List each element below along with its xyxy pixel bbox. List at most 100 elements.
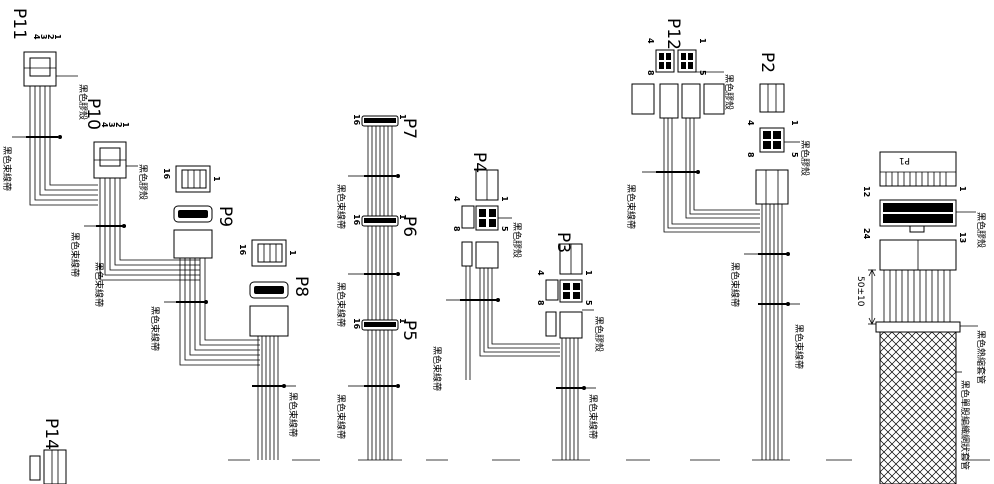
p2-label: P2: [757, 52, 777, 73]
p11-pin4: 4: [32, 34, 41, 40]
tie-note-13: 黑色束線帶: [793, 324, 805, 369]
shell-note-2: 黑色膠殼: [137, 164, 149, 200]
p10-wires: [99, 178, 200, 281]
p1-connector: [879, 151, 957, 271]
p1-label: P1: [899, 155, 910, 165]
p5-pin1: 1: [398, 318, 407, 324]
p8-pin1: 1: [288, 250, 297, 256]
p2-pin4: 4: [746, 120, 755, 126]
p9-connector: [173, 165, 213, 259]
p11-tie: [12, 135, 62, 139]
p2-ties: [744, 252, 800, 306]
p11-pin2: 2: [46, 34, 55, 40]
p8-pin16: 16: [238, 244, 247, 256]
p6-connector: [361, 215, 399, 227]
p8-label: P8: [291, 276, 311, 297]
p567-ties: [348, 174, 400, 388]
shell-note-5: 黑色膠殼: [723, 74, 735, 110]
tie-note-3: 黑色束線帶: [93, 262, 105, 307]
shell-note-4: 黑色膠殼: [593, 316, 605, 352]
p3-pin5: 5: [584, 300, 593, 306]
p3-pin1: 1: [584, 270, 593, 276]
p10-pin3: 3: [107, 122, 116, 128]
p4-pin5: 5: [500, 226, 509, 232]
p2-pin8: 8: [746, 152, 755, 158]
p10-pin2: 2: [114, 122, 123, 128]
p11-pin1: 1: [53, 34, 62, 40]
p2-pin5: 5: [790, 152, 799, 158]
tie-note-4: 黑色束線帶: [149, 306, 161, 351]
p12-label: P12: [663, 18, 683, 50]
tie-note-7: 黑色束線帶: [335, 282, 347, 327]
p1-wires: [883, 270, 951, 322]
shell-note-3: 黑色膠殼: [511, 222, 523, 258]
p8-tie: [252, 384, 296, 388]
p14-connector: [29, 449, 67, 484]
p4-pin4: 4: [452, 196, 461, 202]
p3-tie: [556, 386, 596, 390]
p12-pin4: 4: [646, 38, 655, 44]
p7-pin1: 1: [398, 114, 407, 120]
shell-note-7: 黑色膠殼: [975, 212, 987, 248]
p9-label: P9: [215, 206, 235, 227]
p7-label: P7: [399, 118, 419, 139]
p8-connector: [249, 239, 289, 337]
braid-note: 黑色單股編織網狀套管: [959, 380, 971, 470]
p12-connector: [631, 49, 725, 119]
p9-pin16: 16: [162, 168, 171, 180]
p4-connector: [461, 169, 499, 269]
p1-pin24: 24: [862, 228, 871, 240]
p2-wires: [761, 204, 783, 460]
p6-pin16: 16: [352, 214, 361, 226]
tie-note-1: 黑色束線帶: [1, 146, 13, 191]
tie-note-6: 黑色束線帶: [335, 184, 347, 229]
p4-wires: [465, 266, 560, 380]
p12-pin1: 1: [698, 38, 707, 44]
p3-connector: [545, 243, 583, 339]
p3-pin8: 8: [536, 300, 545, 306]
p1-pin1: 1: [958, 186, 967, 192]
shell-note-6: 黑色膠殼: [799, 140, 811, 176]
p5-pin16: 16: [352, 318, 361, 330]
p2-connector: [755, 83, 789, 205]
p14-label: P14: [41, 418, 61, 450]
p10-connector: [93, 141, 127, 179]
shell-note-1: 黑色膠殼: [77, 84, 89, 120]
p11-pin3: 3: [39, 34, 48, 40]
p1-braid-sleeve: [879, 331, 957, 484]
p11-wires: [29, 86, 98, 206]
p8-wires: [257, 336, 279, 460]
p1-dimension: [868, 269, 876, 325]
p3-label: P3: [553, 232, 573, 253]
p12-tie: [642, 170, 700, 174]
p10-pin1: 1: [121, 122, 130, 128]
p12-pin8: 8: [646, 70, 655, 76]
tie-note-5: 黑色束線帶: [287, 392, 299, 437]
p12-wires: [663, 118, 760, 233]
p9-wires: [179, 258, 260, 366]
p5-connector: [361, 319, 399, 331]
p4-pin8: 8: [452, 226, 461, 232]
p9-pin1: 1: [212, 176, 221, 182]
p10-pin4: 4: [100, 122, 109, 128]
p4-pin1: 1: [500, 196, 509, 202]
p6-pin1: 1: [398, 214, 407, 220]
p1-pin12: 12: [862, 186, 871, 197]
tie-note-12: 黑色束線帶: [729, 262, 741, 307]
p4-label: P4: [469, 152, 489, 173]
dimension-label: 50±10: [855, 276, 865, 307]
tie-note-11: 黑色束線帶: [625, 184, 637, 229]
p3-wires: [561, 338, 579, 460]
p12-pin5: 5: [698, 70, 707, 76]
p3-pin4: 4: [536, 270, 545, 276]
p2-pin1: 1: [790, 120, 799, 126]
p11-connector: [23, 51, 57, 87]
p6-label: P6: [399, 216, 419, 237]
tie-note-8: 黑色束線帶: [335, 394, 347, 439]
p9-tie: [164, 300, 208, 304]
tie-note-10: 黑色束線帶: [587, 394, 599, 439]
p5-label: P5: [399, 320, 419, 341]
p7-connector: [361, 115, 399, 127]
tie-note-2: 黑色束線帶: [69, 232, 81, 277]
